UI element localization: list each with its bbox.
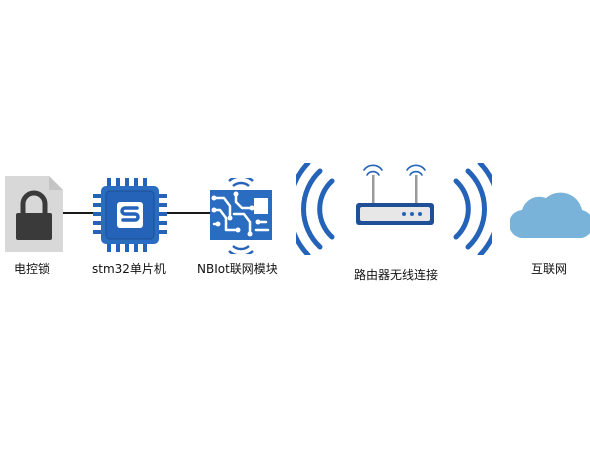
node-label-router: 路由器无线连接 [354, 268, 439, 282]
wireless-circuit-board-icon [210, 178, 272, 254]
node-label-mcu: stm32单片机 [92, 262, 166, 276]
wifi-router-icon [296, 163, 492, 255]
node-label-internet: 互联网 [531, 262, 568, 276]
node-label-nbiot: NBIot联网模块 [197, 262, 278, 276]
microchip-icon [93, 178, 167, 252]
cloud-icon [510, 192, 590, 238]
padlock-document-icon [5, 176, 63, 252]
node-label-lock: 电控锁 [14, 262, 51, 276]
